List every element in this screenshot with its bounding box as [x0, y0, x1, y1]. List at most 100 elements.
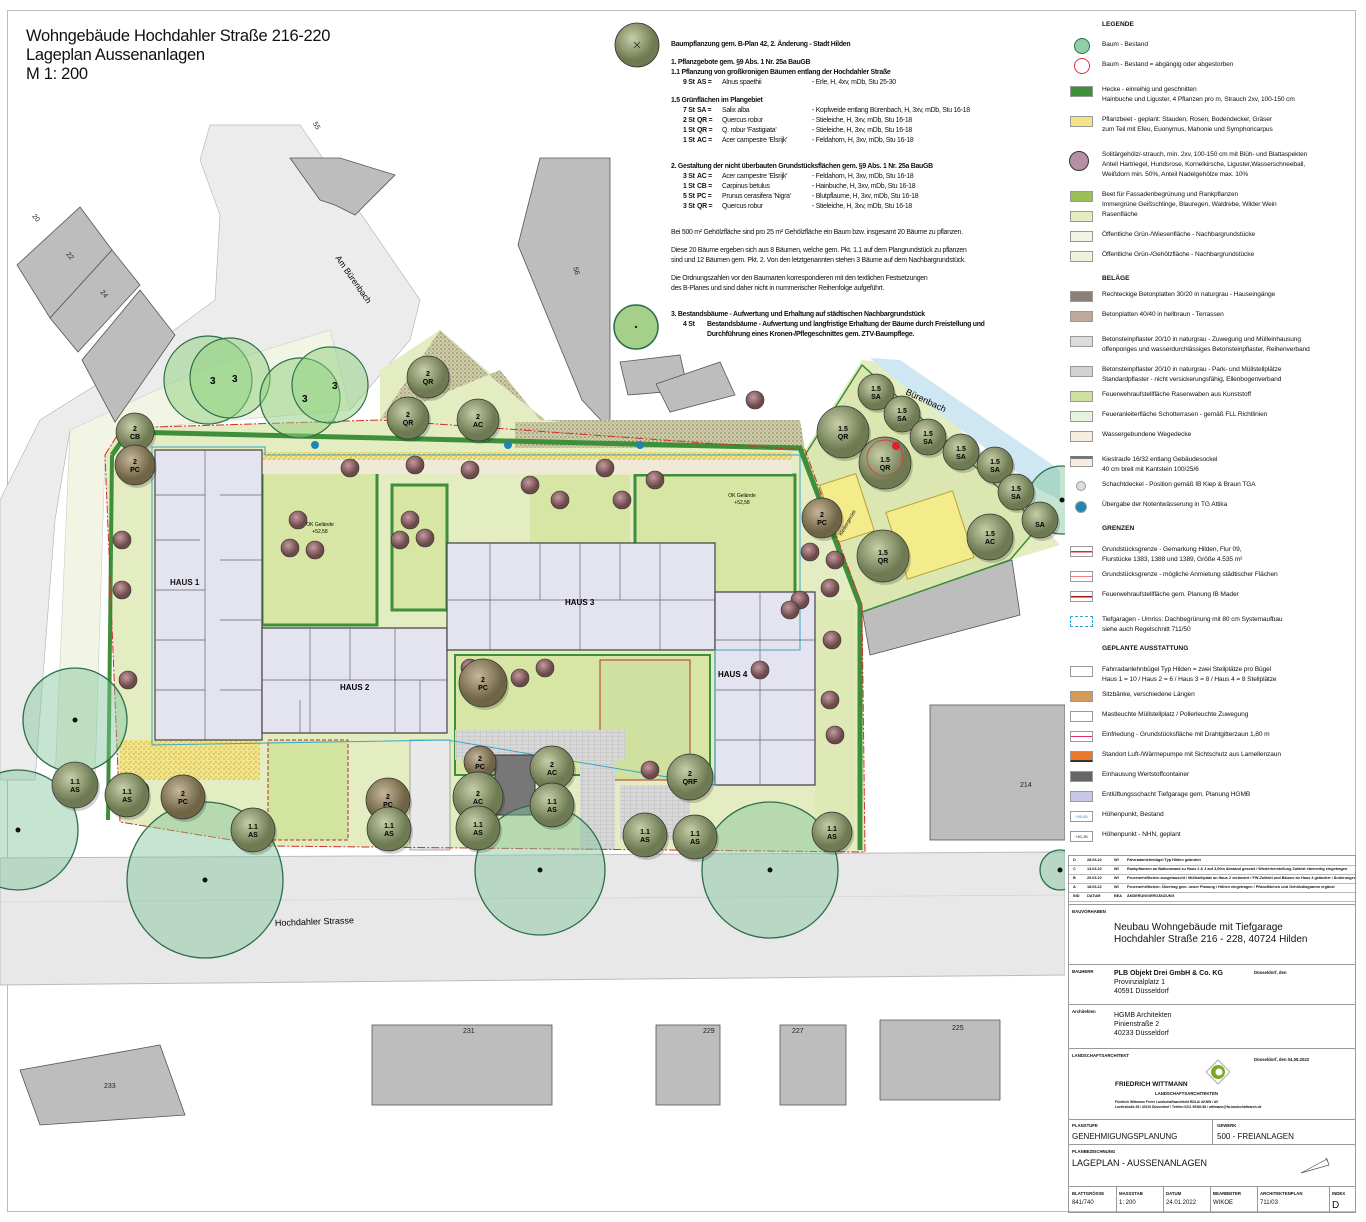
tree-number: 1.5 — [1011, 486, 1021, 493]
planned-tree — [883, 395, 922, 435]
footer-divider — [1116, 1187, 1117, 1213]
planting-notes: Baumpflanzung gem. B-Plan 42, 2. Änderun… — [671, 40, 1051, 340]
tree-code: SA — [1035, 522, 1045, 529]
street-label-hochdahler: Hochdahler Strasse — [275, 915, 354, 928]
building-231 — [371, 1024, 553, 1106]
legend-text: Rasenfläche — [1102, 211, 1138, 218]
legend-text-block: Feuerwehraufstellfläche Rasenwaben aus K… — [1102, 390, 1251, 400]
tree-code: AS — [827, 834, 837, 841]
height-planned-icon: +51,35 — [1070, 831, 1093, 842]
plan-title-cell: PLANBEZEICHNUNG LAGEPLAN - AUSSENANLAGEN — [1069, 1144, 1355, 1186]
tree-trunk-icon — [72, 717, 78, 723]
legend-heading: BELÄGE — [1102, 275, 1130, 282]
solitary-shrub-icon — [340, 458, 360, 478]
legend-text-block: Fahrradanlehnbügel Typ Hilden = zwei Ste… — [1102, 665, 1277, 685]
la-label: LANDSCHAFTSARCHITEKT — [1072, 1053, 1130, 1058]
tree-number: 1.1 — [640, 829, 650, 836]
drawing-title: Wohngebäude Hochdahler Straße 216-220 La… — [26, 27, 330, 84]
tree-code: PC — [478, 685, 488, 692]
legend-item: Öffentliche Grün-/Wiesenfläche - Nachbar… — [1065, 230, 1355, 252]
revision-by: WI — [1114, 858, 1119, 862]
tree-number: 2 — [476, 791, 480, 798]
title-line-2: Lageplan Aussenanlagen — [26, 46, 205, 64]
north-arrow-icon — [1300, 1157, 1330, 1174]
legend-heading: GRENZEN — [1102, 525, 1135, 532]
tree-canopy-icon — [811, 811, 853, 853]
footer-value: 711/03 — [1260, 1200, 1278, 1206]
haus-1-label: HAUS 1 — [170, 578, 200, 587]
haus-3-label: HAUS 3 — [565, 598, 595, 607]
tree-canopy-icon — [858, 436, 912, 490]
tree-number: 1.5 — [880, 457, 890, 464]
tree-canopy-icon — [666, 753, 714, 801]
building-56 — [517, 157, 611, 432]
tree-code: PC — [178, 799, 188, 806]
tree-canopy-icon — [622, 812, 668, 858]
legend-text-block: Sitzbänke, verschiedene Längen — [1102, 690, 1195, 700]
tree-trunk-icon — [767, 867, 773, 873]
legend-text-block: Höhenpunkt - NHN, geplant — [1102, 830, 1181, 840]
symbol-planting-tree — [614, 22, 660, 68]
tree-code: AS — [547, 807, 557, 814]
legend-item: Einhausung Wertstoffcontainer — [1065, 770, 1355, 792]
legend-text-block: Übergabe der Notentwässerung in TG Attik… — [1102, 500, 1227, 510]
legend-item: Mastleuchte Müllstellplatz / Pollerleuch… — [1065, 710, 1355, 732]
paving-parking-icon — [1070, 366, 1093, 377]
shrubs-layer — [112, 390, 845, 800]
section-3-text-b: Durchführung eines Kronen-/Pflegeschnitt… — [707, 331, 915, 338]
solitary-shrub-icon — [780, 600, 800, 620]
house-labels: HAUS 1 HAUS 2 HAUS 3 HAUS 4 — [170, 578, 748, 692]
project-line-2: Hochdahler Straße 216 - 228, 40724 Hilde… — [1114, 934, 1308, 945]
planned-tree — [529, 782, 576, 830]
tree-canopy-icon — [1021, 501, 1059, 539]
tree-code: QR — [403, 420, 414, 427]
legend-text-block: Standort Luft-/Wärmepumpe mit Sichtschut… — [1102, 750, 1281, 760]
planned-tree — [386, 396, 431, 442]
planned-tree — [104, 772, 151, 820]
note-2b: sind und 12 Bäumen gem. Pkt. 2. Von den … — [671, 257, 966, 264]
tree-number: 2 — [688, 771, 692, 778]
legend-text-block: Grundstücksgrenze - Gemarkung Hilden, Fl… — [1102, 545, 1242, 565]
legend-text-block: Betonsteinpflaster 20/10 in naturgrau - … — [1102, 365, 1281, 385]
tree-trunk-icon — [1057, 867, 1063, 873]
footer-label: BEARBEITER — [1213, 1191, 1241, 1196]
legend-heading: GEPLANTE AUSSTATTUNG — [1102, 645, 1189, 652]
legend-text: Feuerwehraufstellfläche Rasenwaben aus K… — [1102, 391, 1251, 398]
legend-text-block: Solitärgehölz/-strauch, min. 2xv, 100-15… — [1102, 150, 1307, 179]
client-street: Provinzialplatz 1 — [1114, 979, 1165, 986]
planned-tree — [366, 806, 413, 854]
solitary-shrub-icon — [460, 460, 480, 480]
solitary-shrub-icon — [112, 580, 132, 600]
legend-title: LEGENDE — [1102, 21, 1134, 28]
haus-1 — [154, 449, 263, 741]
existing-tree-label: 3 — [332, 381, 338, 392]
tree-dead-marker-icon — [892, 442, 900, 450]
lawn-icon — [1070, 211, 1093, 222]
planned-tree — [666, 753, 715, 803]
planting-desc: - Feldahorn, H, 3xv, mDb, Stu 16-18 — [812, 137, 914, 144]
legend-item: Beet für Fassadenbegrünung und Rankpflan… — [1065, 190, 1355, 212]
planned-tree — [966, 513, 1015, 563]
legend-text: Betonsteinpflaster 20/10 in naturgrau - … — [1102, 366, 1282, 373]
tree-code: QR — [878, 558, 889, 565]
solitary-shrub-icon — [305, 540, 325, 560]
tree-code: PC — [383, 802, 393, 809]
solitary-shrub-icon — [825, 725, 845, 745]
path-north — [262, 460, 792, 474]
footer-label: DATUM — [1166, 1191, 1182, 1196]
bench-icon — [1070, 691, 1093, 702]
title-line-1: Wohngebäude Hochdahler Straße 216-220 — [26, 27, 331, 45]
haus-3 — [446, 542, 716, 651]
fire-line-icon — [1070, 591, 1093, 602]
tree-number: 2 — [426, 371, 430, 378]
tree-canopy-icon — [160, 774, 206, 820]
room-walls — [155, 450, 815, 785]
planting-species: Acer campestre 'Elsrijk' — [722, 173, 788, 180]
tree-code: AC — [473, 422, 483, 429]
